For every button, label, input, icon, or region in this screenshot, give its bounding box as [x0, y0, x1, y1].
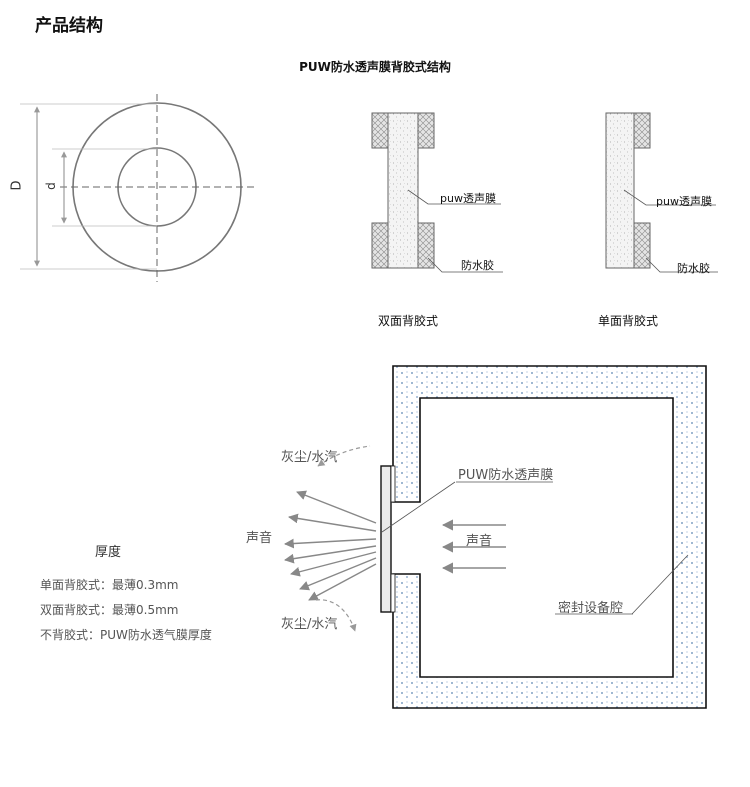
ring-diagram: [20, 94, 256, 282]
sound-inside-label: 声音: [466, 534, 493, 549]
thickness-heading: 厚度: [95, 545, 122, 560]
dust-bottom-label: 灰尘/水汽: [281, 617, 338, 632]
single-adhesive-bottom: [633, 222, 651, 269]
thickness-line-none: 不背胶式：PUW防水透气膜厚度: [40, 628, 212, 642]
single-adhesive-label: 防水胶: [677, 262, 710, 275]
double-adhesive-br: [417, 222, 435, 269]
thickness-line-double: 双面背胶式：最薄0.5mm: [40, 603, 179, 617]
membrane-strip: [380, 465, 392, 613]
double-adhesive-tr: [417, 112, 435, 149]
double-sided-caption: 双面背胶式: [378, 314, 439, 328]
single-sided-structure: [605, 112, 718, 273]
double-adhesive-bl: [371, 222, 389, 269]
single-sided-caption: 单面背胶式: [598, 314, 659, 328]
sound-outside-label: 声音: [246, 531, 273, 546]
thickness-line-single: 单面背胶式：最薄0.3mm: [40, 578, 179, 592]
cavity-wall: [392, 365, 707, 709]
dust-top-arrow: [317, 445, 371, 467]
inner-diameter-label: d: [43, 182, 58, 190]
outgoing-sound-arrows: [284, 490, 377, 601]
dust-top-label: 灰尘/水汽: [281, 450, 338, 465]
incoming-sound-arrows: [441, 519, 506, 574]
cavity-diagram: [284, 365, 707, 709]
double-sided-structure: [371, 112, 503, 273]
single-membrane-label: puw透声膜: [656, 195, 712, 208]
outer-diameter-label: D: [9, 180, 25, 191]
double-adhesive-label: 防水胶: [461, 259, 494, 272]
single-adhesive-top: [633, 112, 651, 149]
double-adhesive-tl: [371, 112, 389, 149]
double-membrane-label: puw透声膜: [440, 192, 496, 205]
page-title: 产品结构: [35, 16, 103, 36]
membrane-label: PUW防水透声膜: [458, 468, 554, 483]
single-membrane: [605, 112, 635, 269]
cavity-label: 密封设备腔: [558, 601, 624, 616]
diagram-title: PUW防水透声膜背胶式结构: [299, 60, 451, 74]
double-membrane: [387, 112, 419, 269]
